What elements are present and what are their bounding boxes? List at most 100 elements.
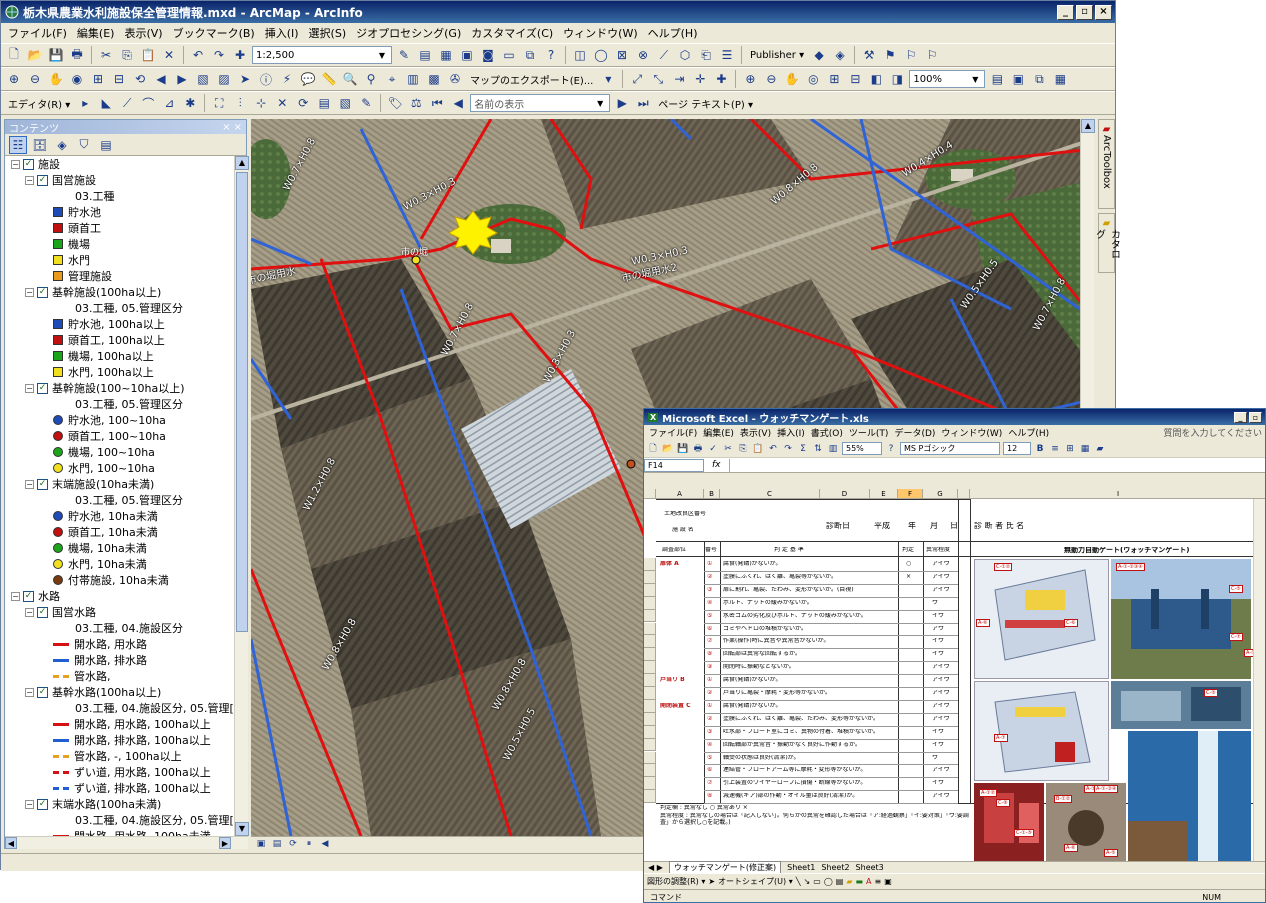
- toc-layer[interactable]: −✓施設: [5, 156, 233, 172]
- delete-icon[interactable]: ✕: [163, 48, 175, 62]
- tool-b-icon[interactable]: ⚑: [884, 48, 896, 62]
- excel-spellcheck-icon[interactable]: ✓: [709, 443, 717, 454]
- excel-align-icon[interactable]: ≡: [1051, 443, 1059, 454]
- help-pointer-icon[interactable]: ?: [547, 48, 555, 62]
- data-driven-pages-icon[interactable]: ▦: [1054, 72, 1067, 86]
- georef-icon[interactable]: ◫: [574, 48, 586, 62]
- inspection-degree-cell[interactable]: アイウ: [932, 586, 950, 593]
- menu-bookmark[interactable]: ブックマーク(B): [172, 27, 255, 40]
- toc-layer[interactable]: −✓国営施設: [5, 172, 233, 188]
- inspection-no-cell[interactable]: ②: [707, 715, 713, 722]
- draw-tool-c-icon[interactable]: ⇥: [674, 72, 685, 86]
- excel-border-icon[interactable]: ▦: [1080, 443, 1090, 454]
- excel-zoom-combo[interactable]: 55%: [842, 442, 882, 455]
- row-header[interactable]: [644, 635, 656, 649]
- redo-icon[interactable]: ↷: [213, 48, 225, 62]
- excel-menu-file[interactable]: ファイル(F): [649, 429, 698, 439]
- menu-file[interactable]: ファイル(F): [8, 27, 67, 40]
- scroll-left-icon[interactable]: ◀: [321, 838, 329, 849]
- straight-segment-icon[interactable]: ⟋: [123, 95, 132, 110]
- row-header[interactable]: [644, 777, 656, 791]
- excel-fx-label[interactable]: fx: [712, 460, 721, 470]
- inspection-degree-cell[interactable]: アイウ: [932, 690, 950, 696]
- collapse-icon[interactable]: −: [11, 591, 20, 601]
- first-page-icon[interactable]: ⏮: [431, 95, 443, 110]
- menu-edit[interactable]: 編集(E): [76, 27, 115, 40]
- excel-vscrollbar[interactable]: [1253, 499, 1265, 861]
- excel-merge-icon[interactable]: ⊞: [1066, 443, 1074, 454]
- excel-new-icon[interactable]: 🗋: [649, 443, 657, 454]
- inspection-degree-cell[interactable]: ウ: [932, 599, 939, 606]
- inspection-degree-cell[interactable]: イウ: [932, 638, 945, 645]
- rectangle-icon[interactable]: ▭: [813, 877, 821, 886]
- inspection-no-cell[interactable]: ①: [707, 561, 713, 567]
- zoom-in-icon[interactable]: ⊕: [8, 72, 20, 86]
- page-name-combo[interactable]: 名前の表示▼: [470, 94, 611, 112]
- cut-icon[interactable]: ✂: [100, 48, 112, 62]
- arctoolbox-tab[interactable]: ▰ ArcToolbox: [1098, 119, 1115, 209]
- xy-go-icon[interactable]: ⌖: [388, 71, 396, 86]
- scroll-up-icon[interactable]: ▲: [235, 156, 249, 170]
- toc-layer[interactable]: −✓基幹施設(100~10ha以上): [5, 380, 233, 396]
- column-header[interactable]: G: [923, 489, 958, 499]
- excel-menu-insert[interactable]: 挿入(I): [777, 429, 805, 439]
- row-header[interactable]: [644, 674, 656, 687]
- column-header[interactable]: C: [720, 489, 820, 499]
- inspection-no-cell[interactable]: ⑦: [707, 638, 713, 645]
- catalog-window-icon[interactable]: ▦: [440, 48, 452, 62]
- line-style-icon[interactable]: ≡: [874, 877, 882, 886]
- excel-minimize-button[interactable]: _: [1234, 411, 1247, 423]
- zoom-layer-icon[interactable]: ⟲: [134, 72, 146, 86]
- inspection-no-cell[interactable]: ⑤: [707, 612, 713, 619]
- excel-bold-icon[interactable]: B: [1036, 443, 1044, 454]
- publisher-icon[interactable]: ◆: [814, 48, 824, 62]
- facility-point[interactable]: [411, 255, 421, 265]
- inspection-criteria-cell[interactable]: 塗膜にふくれ、はく離、亀裂等がないか。: [723, 573, 837, 580]
- inspection-degree-cell[interactable]: アイウ: [932, 715, 950, 722]
- menu-selection[interactable]: 選択(S): [308, 27, 347, 40]
- excel-menu-view[interactable]: 表示(V): [739, 429, 772, 439]
- close-button[interactable]: ×: [1095, 4, 1112, 20]
- toc-layer[interactable]: −✓末端水路(100ha未満): [5, 796, 233, 812]
- excel-menu-format[interactable]: 書式(O): [810, 429, 843, 439]
- layer-checkbox[interactable]: ✓: [37, 174, 48, 186]
- inspection-no-cell[interactable]: ⑦: [707, 780, 713, 787]
- inspection-criteria-cell[interactable]: 減速機(ギア)部の作動・オイル量は良好(清潔)か。: [723, 793, 859, 800]
- list-by-source-icon[interactable]: 🗄: [32, 137, 48, 152]
- column-header[interactable]: A: [656, 489, 704, 499]
- create-features-icon[interactable]: ✎: [361, 96, 372, 110]
- pause-icon[interactable]: ⏸: [306, 838, 312, 849]
- options-icon[interactable]: ▤: [100, 137, 112, 152]
- toc-hscrollbar[interactable]: ◀ ▶: [5, 836, 248, 849]
- layout-pan-icon[interactable]: ✋: [784, 72, 800, 86]
- edit-annotation-icon[interactable]: ◣: [101, 96, 111, 110]
- collapse-icon[interactable]: −: [25, 799, 34, 809]
- inspection-part-cell[interactable]: 開閉装置 C: [660, 702, 691, 709]
- print-icon[interactable]: 🖶: [71, 46, 83, 61]
- find-route-icon[interactable]: ⚲: [366, 72, 376, 86]
- row-header[interactable]: [644, 583, 656, 597]
- excel-fill-icon[interactable]: ▰: [1096, 443, 1104, 454]
- row-header[interactable]: [644, 661, 656, 675]
- inspection-degree-cell[interactable]: アイウ: [932, 767, 950, 774]
- fill-color-icon[interactable]: ▰: [846, 877, 853, 886]
- excel-menu-data[interactable]: データ(D): [894, 429, 936, 439]
- inspection-no-cell[interactable]: ③: [707, 586, 713, 593]
- autoshape-menu[interactable]: オートシェイプ(U) ▾: [718, 877, 793, 886]
- draw-tool-b-icon[interactable]: ⤡: [653, 71, 664, 86]
- add-data-icon[interactable]: ✚: [234, 48, 246, 62]
- zoom-out-icon[interactable]: ⊖: [29, 72, 41, 86]
- inspection-degree-cell[interactable]: アイウ: [932, 702, 950, 709]
- layout-view-icon[interactable]: ▤: [272, 838, 282, 849]
- tab-sheet1[interactable]: Sheet1: [787, 863, 816, 872]
- excel-maximize-button[interactable]: ▫: [1249, 411, 1262, 423]
- inspection-degree-cell[interactable]: イウ: [932, 612, 945, 619]
- full-extent-icon[interactable]: ◉: [71, 72, 83, 86]
- row-header[interactable]: [644, 712, 656, 726]
- row-header[interactable]: [644, 751, 656, 765]
- layer-checkbox[interactable]: ✓: [23, 158, 34, 170]
- search-window-icon[interactable]: ▣: [461, 48, 473, 62]
- scroll-down-icon[interactable]: ▼: [235, 822, 249, 836]
- collapse-icon[interactable]: −: [25, 383, 34, 393]
- inspection-criteria-cell[interactable]: 戸当りに亀裂・摩耗・変形等がないか。: [723, 690, 831, 696]
